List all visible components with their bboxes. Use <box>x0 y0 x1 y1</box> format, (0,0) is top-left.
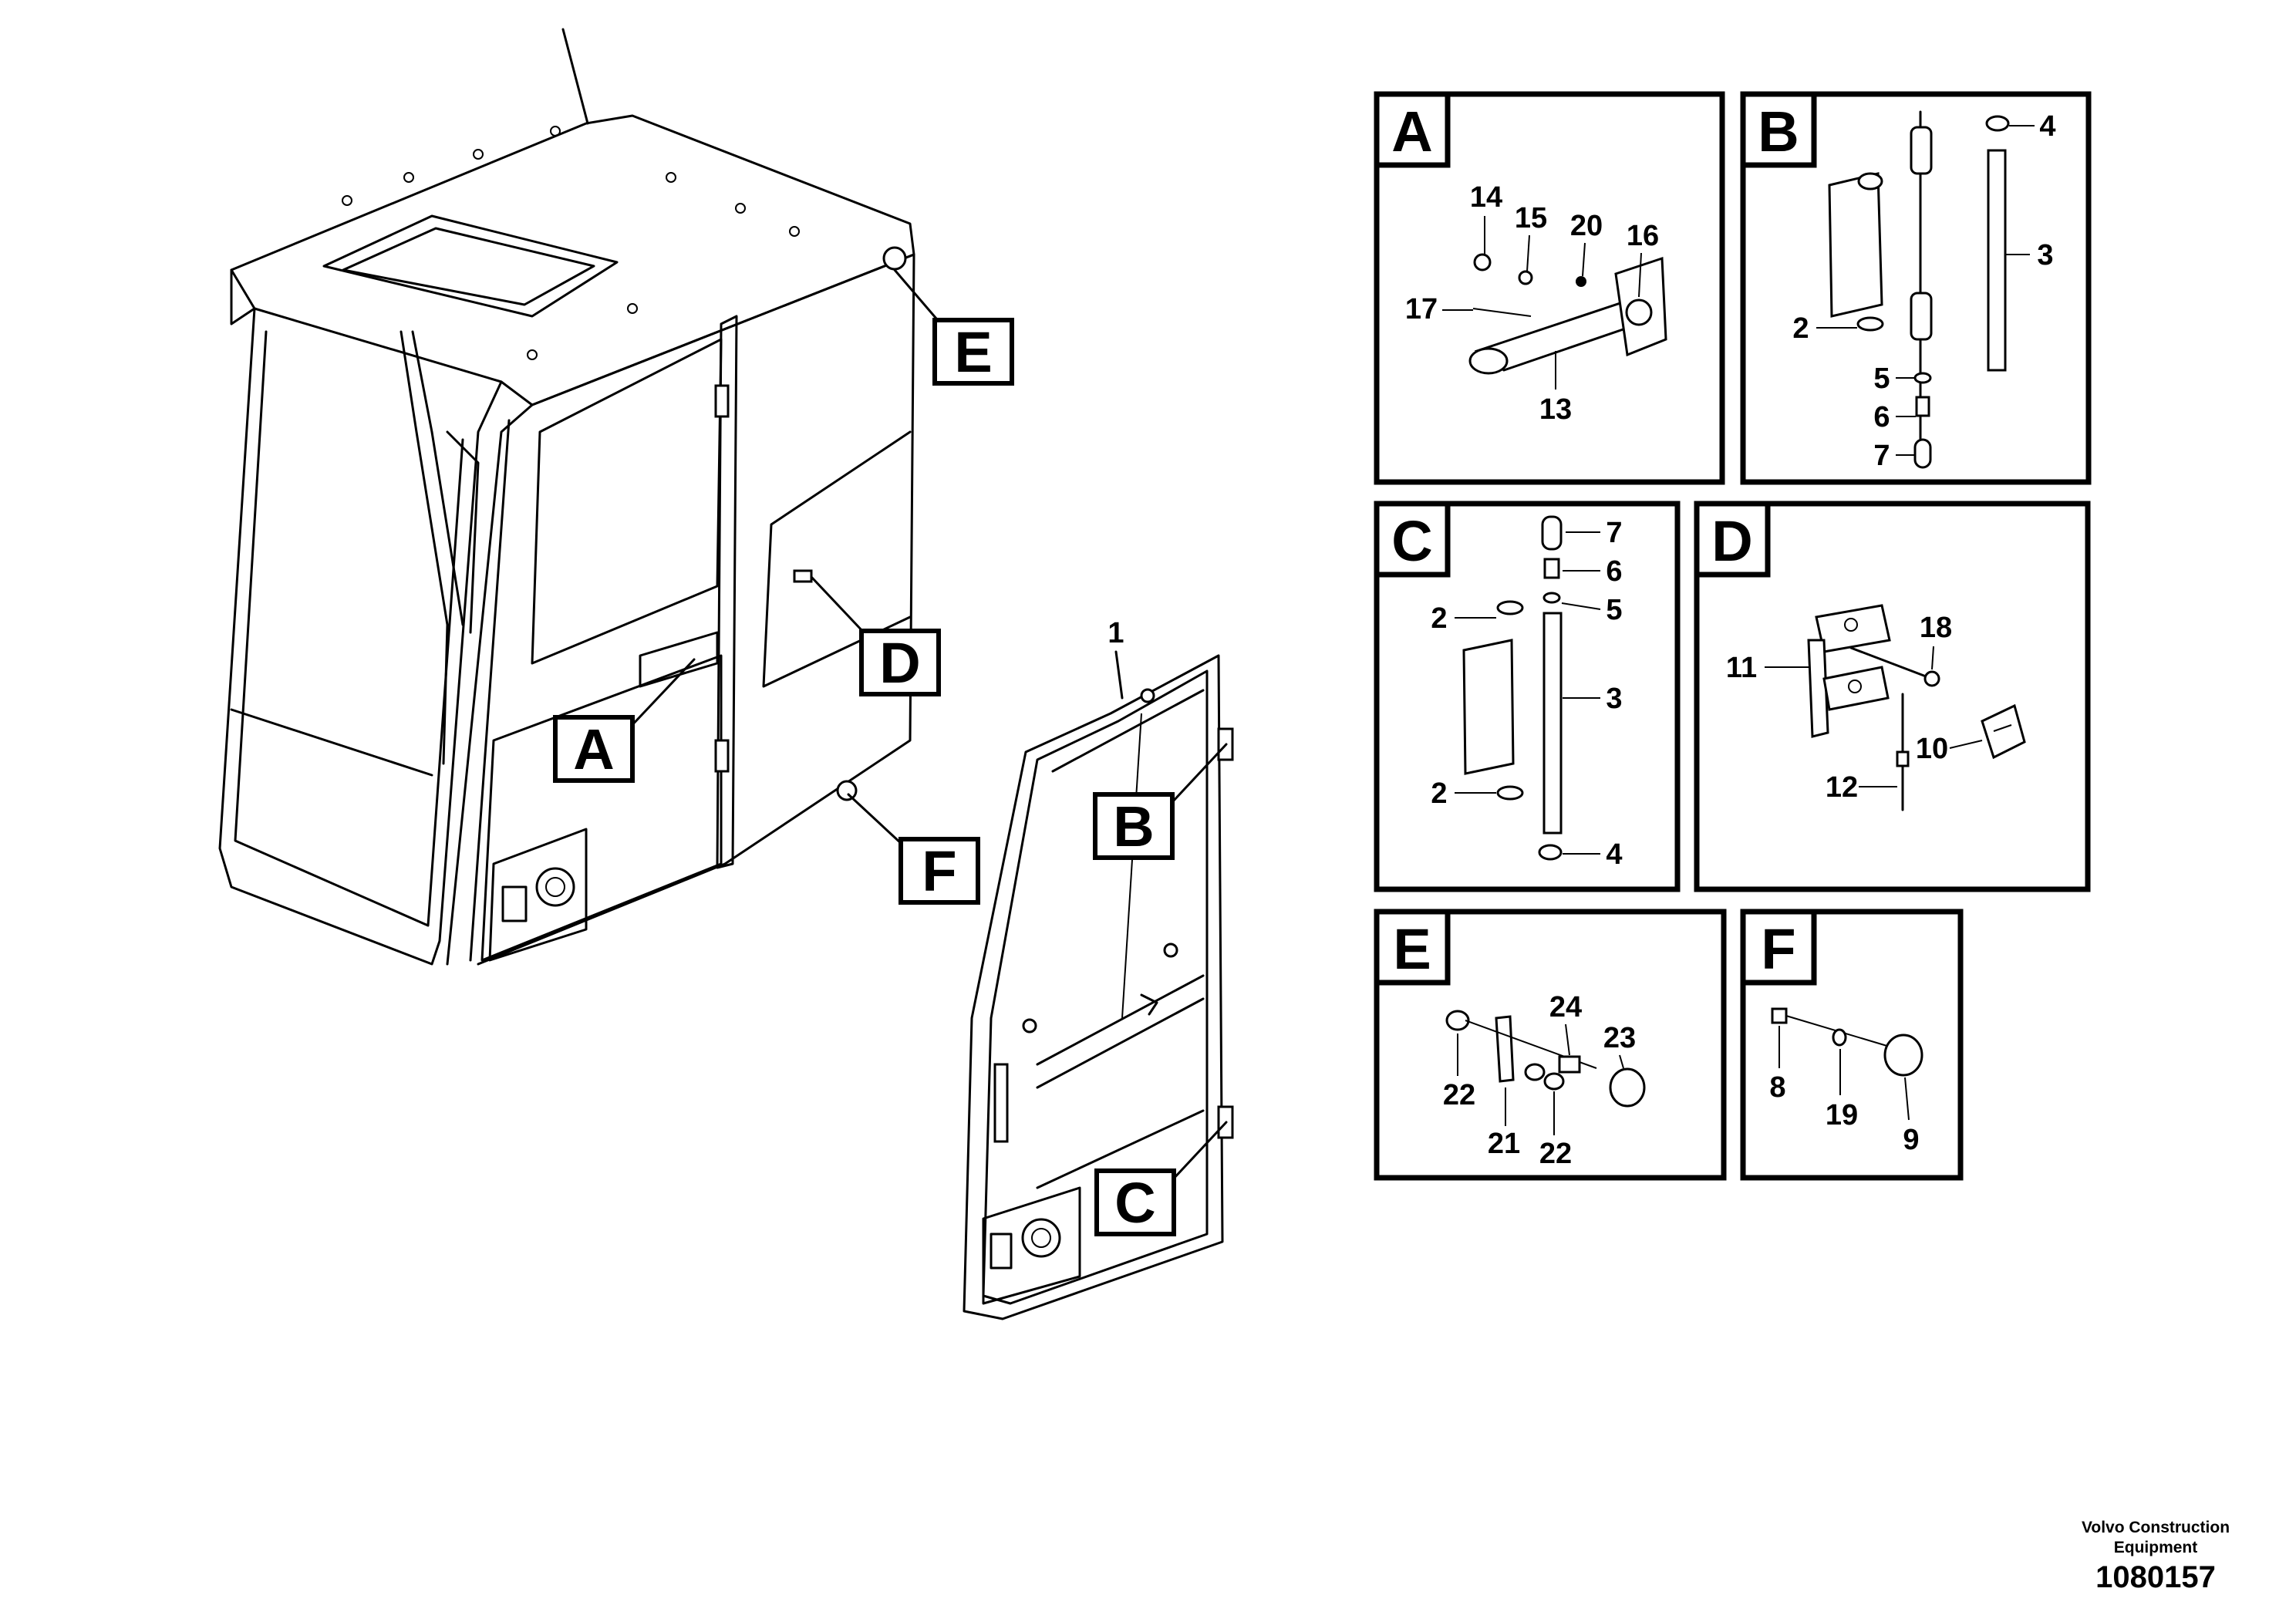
svg-text:8: 8 <box>1769 1071 1785 1104</box>
panel-F-label: F <box>1761 917 1795 981</box>
company-name-line2: Equipment <box>2114 1539 2198 1556</box>
panel-F-part-labels: 8 19 9 <box>1769 1026 1920 1156</box>
svg-text:4: 4 <box>1606 838 1622 871</box>
detail-panel-A: A 14 15 20 16 17 13 <box>1374 91 1725 485</box>
svg-text:2: 2 <box>1431 602 1447 635</box>
detail-panel-C: C 7 6 5 2 3 2 4 <box>1374 501 1681 892</box>
publisher-block: Volvo Construction Equipment 1080157 <box>2082 1519 2230 1594</box>
svg-text:2: 2 <box>1792 312 1809 345</box>
svg-text:5: 5 <box>1606 594 1622 626</box>
company-name: Volvo Construction <box>2082 1519 2230 1536</box>
svg-text:3: 3 <box>2037 239 2053 271</box>
svg-text:6: 6 <box>1873 401 1890 433</box>
svg-text:7: 7 <box>1606 517 1622 549</box>
callout-F-label: F <box>922 839 956 903</box>
door-callout-1: 1 <box>1108 617 1124 700</box>
svg-text:6: 6 <box>1606 555 1622 588</box>
panel-A-label: A <box>1391 99 1432 164</box>
svg-text:24: 24 <box>1549 991 1582 1023</box>
panel-C-label: C <box>1391 509 1432 573</box>
svg-text:18: 18 <box>1920 612 1952 644</box>
detail-panel-E: E 24 23 22 21 22 <box>1374 909 1727 1181</box>
svg-text:23: 23 <box>1603 1022 1636 1054</box>
callout-E[interactable]: E <box>893 268 1014 386</box>
svg-text:15: 15 <box>1515 202 1547 234</box>
svg-text:2: 2 <box>1431 777 1447 810</box>
svg-text:14: 14 <box>1470 181 1502 214</box>
svg-text:7: 7 <box>1873 440 1890 472</box>
svg-text:21: 21 <box>1488 1128 1520 1160</box>
callout-D[interactable]: D <box>810 575 941 696</box>
svg-text:4: 4 <box>2039 110 2055 143</box>
panel-E-label: E <box>1393 917 1431 981</box>
svg-text:12: 12 <box>1826 771 1858 804</box>
svg-text:19: 19 <box>1826 1099 1858 1131</box>
svg-text:5: 5 <box>1873 363 1890 395</box>
svg-text:1: 1 <box>1108 617 1124 649</box>
callout-E-label: E <box>954 320 992 384</box>
cab-illustration <box>218 28 915 966</box>
reference-number: 1080157 <box>2095 1560 2216 1594</box>
panel-E-part-labels: 24 23 22 21 22 <box>1443 991 1636 1170</box>
callout-C[interactable]: C <box>1094 1121 1228 1236</box>
callout-B[interactable]: B <box>1093 743 1228 860</box>
callout-C-label: C <box>1114 1171 1155 1235</box>
callout-F[interactable]: F <box>847 793 980 905</box>
svg-text:20: 20 <box>1570 210 1603 242</box>
detail-panel-D: D 11 18 10 12 <box>1694 501 2091 892</box>
callout-A-label: A <box>573 717 614 781</box>
svg-text:13: 13 <box>1539 393 1572 426</box>
svg-text:17: 17 <box>1405 293 1438 325</box>
callout-B-label: B <box>1113 794 1154 858</box>
panel-B-label: B <box>1758 99 1799 164</box>
panel-D-part-labels: 11 18 10 12 <box>1726 612 1983 804</box>
callout-A[interactable]: A <box>553 658 696 783</box>
detail-panel-B: B 4 3 2 5 6 7 <box>1740 91 2092 485</box>
callout-D-label: D <box>879 631 920 695</box>
svg-text:3: 3 <box>1606 683 1622 715</box>
svg-text:16: 16 <box>1627 220 1659 252</box>
panel-C-part-labels: 7 6 5 2 3 2 4 <box>1431 517 1622 871</box>
panel-B-part-labels: 4 3 2 5 6 7 <box>1792 110 2055 472</box>
svg-text:10: 10 <box>1916 733 1948 765</box>
svg-text:9: 9 <box>1903 1124 1919 1156</box>
detail-panel-F: F 8 19 9 <box>1740 909 1964 1181</box>
panel-A-part-labels: 14 15 20 16 17 13 <box>1405 181 1659 426</box>
svg-text:11: 11 <box>1726 652 1757 684</box>
svg-text:22: 22 <box>1539 1138 1572 1170</box>
svg-text:22: 22 <box>1443 1079 1475 1111</box>
panel-D-label: D <box>1711 509 1752 573</box>
